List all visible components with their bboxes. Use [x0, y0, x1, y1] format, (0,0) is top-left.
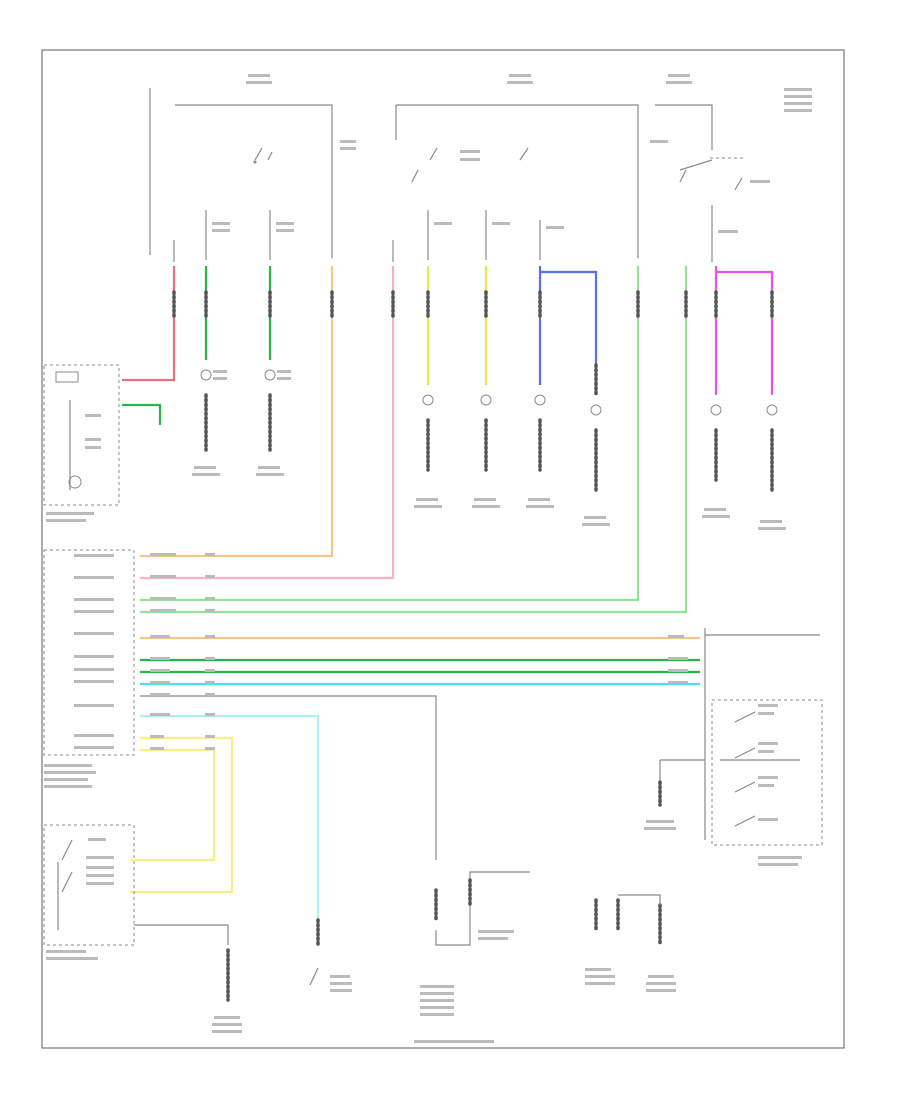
lamp-6 [582, 404, 610, 526]
harness-labels [150, 553, 688, 750]
headlamp-switch [644, 699, 823, 866]
bcm-harness [130, 628, 820, 920]
fuse-labels [246, 74, 812, 112]
lower-left-switch [43, 824, 242, 1033]
lamps-and-grounds [192, 369, 786, 530]
lower-right-components [585, 894, 676, 992]
lamp-1 [192, 369, 227, 476]
relay-stubs [173, 205, 738, 262]
power-bus-lines [149, 88, 713, 258]
lamp-2 [256, 369, 291, 476]
lamp-5 [526, 394, 554, 508]
lamp-4 [472, 394, 500, 508]
left-module-upper [43, 364, 120, 522]
body-control-module [43, 549, 135, 788]
relay-switches [253, 140, 770, 191]
lower-middle-components [309, 871, 530, 1043]
lamp-7 [702, 404, 730, 518]
colored-wires-top [122, 266, 774, 614]
lamp-8 [758, 404, 786, 530]
diagram-frame [41, 49, 845, 1049]
connectors [172, 290, 774, 397]
lamp-3 [414, 394, 442, 508]
